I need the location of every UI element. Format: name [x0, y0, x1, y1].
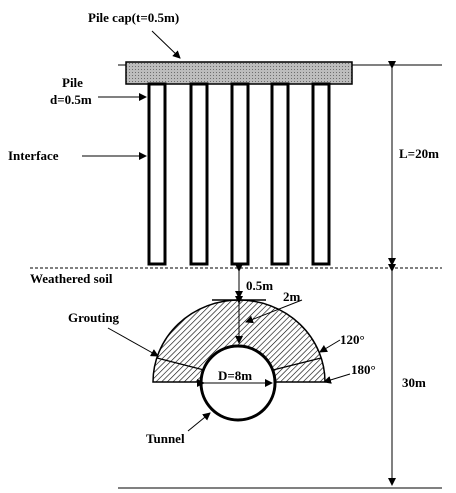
tunnel-label: Tunnel [146, 431, 185, 446]
grout-120-line-right [272, 357, 322, 371]
grout-120-line-left [156, 357, 205, 371]
grout-thickness-leader [245, 299, 303, 324]
interface-label: Interface [8, 148, 59, 163]
angle-180-leader [323, 373, 351, 384]
angle-120-label: 120° [340, 332, 365, 347]
soil-depth-label: 30m [402, 375, 426, 390]
grouting-label: Grouting [68, 310, 120, 325]
tunnel-leader [187, 412, 211, 432]
angle-180-label: 180° [351, 362, 376, 377]
pile-cap [125, 61, 353, 85]
weathered-soil-label: Weathered soil [30, 271, 113, 286]
pile [311, 82, 331, 266]
pile-label: Pile [62, 75, 83, 90]
pile [147, 82, 167, 266]
pile-diameter-label: d=0.5m [50, 92, 92, 107]
angle-120-leader [319, 339, 341, 353]
pile [230, 82, 250, 266]
pile-cap-label: Pile cap(t=0.5m) [88, 10, 179, 25]
grout-thickness-label: 2m [283, 289, 301, 304]
gap-label: 0.5m [246, 278, 273, 293]
pile-length-label: L=20m [399, 146, 439, 161]
pile-group [147, 82, 331, 266]
pile [189, 82, 209, 266]
pile-cap-leader [151, 30, 181, 59]
pile [270, 82, 290, 266]
grouting-leader [107, 327, 159, 357]
tunnel-diameter-label: D=8m [218, 368, 252, 383]
